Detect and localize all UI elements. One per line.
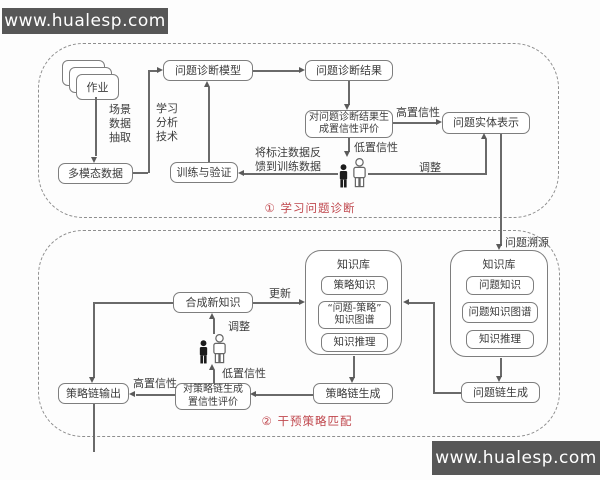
arrowhead: [204, 81, 210, 87]
connector-line: [485, 139, 487, 175]
connector-line: [208, 87, 210, 162]
connector-line: [500, 358, 502, 377]
problem-chain-gen-node: 问题链生成: [461, 382, 540, 403]
connector-line: [353, 356, 355, 378]
connector-line: [409, 302, 433, 304]
connector-line: [348, 138, 350, 152]
arrowhead: [157, 67, 163, 73]
connector-line: [253, 70, 299, 72]
connector-line: [148, 70, 158, 72]
connector-line: [368, 173, 485, 175]
arrowhead: [344, 151, 350, 157]
arrowhead: [349, 377, 355, 383]
kb-right-title: 知识库: [482, 258, 516, 271]
problem-knowledge-node: 问题知识: [466, 276, 534, 295]
connector-line: [95, 97, 97, 156]
scene-extract-label: 场景 数据 抽取: [109, 103, 131, 144]
arrowhead: [209, 313, 215, 319]
diagnosis-result-node: 问题诊断结果: [305, 60, 393, 81]
arrowhead: [91, 157, 97, 163]
arrowhead: [238, 170, 244, 176]
connector-line: [213, 370, 215, 383]
arrowhead: [299, 67, 305, 73]
person-outline-icon: [213, 334, 226, 364]
person-solid-icon: [199, 340, 208, 364]
entity-representation-node: 问题实体表示: [442, 112, 530, 134]
homework-card-front: 作业: [76, 74, 119, 100]
high-confidence-label-bottom: 高置信性: [133, 377, 177, 390]
arrowhead: [496, 244, 502, 250]
strategy-chain-gen-node: 策略链生成: [313, 383, 393, 404]
diagnosis-model-node: 问题诊断模型: [163, 60, 253, 81]
connector-line: [93, 302, 95, 378]
section1-caption: ① 学习问题诊断: [264, 201, 356, 215]
arrowhead: [299, 299, 305, 305]
connector-line: [93, 404, 95, 452]
knowledge-base-left: 知识库 策略知识 “问题-策略” 知识图谱 知识推理: [305, 250, 402, 355]
knowledge-reasoning-left-node: 知识推理: [321, 333, 388, 352]
person-solid-icon: [339, 164, 348, 188]
connector-line: [393, 122, 436, 124]
problem-trace-label: 问题溯源: [505, 236, 549, 249]
train-validate-node: 训练与验证: [170, 162, 238, 183]
arrowhead: [481, 133, 487, 139]
arrowhead: [129, 391, 135, 397]
connector-line: [500, 134, 502, 246]
knowledge-reasoning-right-node: 知识推理: [466, 330, 534, 349]
connector-line: [136, 394, 175, 396]
knowledge-base-right: 知识库 问题知识 问题知识图谱 知识推理: [450, 250, 548, 357]
multimodal-data-node: 多模态数据: [58, 163, 133, 184]
problem-strategy-graph-node: “问题-策略” 知识图谱: [318, 301, 391, 329]
connector-line: [433, 392, 461, 394]
arrowhead: [89, 377, 95, 383]
adjust-label-top: 调整: [419, 161, 441, 174]
low-confidence-label: 低置信性: [354, 141, 398, 154]
update-label: 更新: [269, 287, 291, 300]
feedback-label: 将标注数据反 馈到训练数据: [255, 146, 321, 173]
problem-knowledge-graph-node: 问题知识图谱: [462, 302, 538, 323]
strategy-output-node: 策略链输出: [58, 383, 129, 404]
arrowhead: [403, 299, 409, 305]
person-outline-icon: [353, 158, 366, 188]
connector-line: [148, 70, 150, 173]
arrowhead: [209, 364, 215, 370]
human-figures-icon: [338, 158, 368, 188]
low-confidence-label-bottom: 低置信性: [222, 367, 266, 380]
connector-line: [133, 172, 148, 174]
arrowhead: [436, 119, 442, 125]
kb-left-title: 知识库: [337, 258, 370, 271]
human-figures-icon-bottom: [198, 334, 228, 364]
synthesize-knowledge-node: 合成新知识: [173, 292, 253, 313]
arrowhead: [250, 391, 256, 397]
connector-line: [348, 81, 350, 105]
confidence-eval-node: 对问题诊断结果生 成置信性评价: [305, 110, 393, 138]
watermark-bottom: www.hualesp.com: [432, 441, 600, 475]
arrowhead: [496, 376, 502, 382]
arrowhead: [344, 104, 350, 110]
section2-caption: ② 干预策略匹配: [261, 414, 353, 428]
learning-tech-label: 学习 分析 技术: [156, 102, 178, 143]
connector-line: [244, 173, 338, 175]
watermark-top: www.hualesp.com: [2, 8, 168, 34]
strategy-eval-node: 对策略链生成 置信性评价: [175, 383, 251, 410]
connector-line: [433, 302, 435, 393]
strategy-knowledge-node: 策略知识: [321, 276, 388, 295]
connector-line: [93, 302, 173, 304]
adjust-label-bottom: 调整: [228, 320, 250, 333]
connector-line: [213, 319, 215, 334]
connector-line: [253, 302, 299, 304]
high-confidence-label: 高置信性: [396, 106, 440, 119]
section1-frame: [38, 43, 559, 218]
connector-line: [256, 394, 313, 396]
section2-frame: [38, 230, 560, 437]
